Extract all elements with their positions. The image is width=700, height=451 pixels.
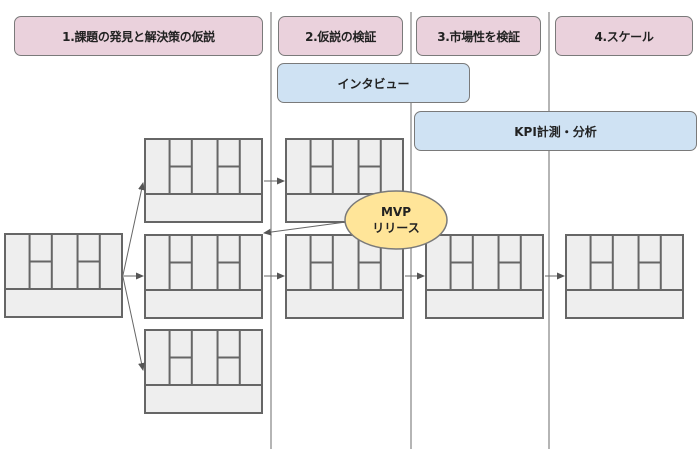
phase-header-2: 2.仮説の検証 (278, 16, 403, 56)
mvp-label-line1: MVP (380, 205, 412, 219)
canvas-frame (425, 234, 544, 319)
phase-divider-3 (548, 12, 550, 449)
canvas-frame (4, 233, 123, 318)
activity-kpi-analysis: KPI計測・分析 (414, 111, 697, 151)
arrow-initial-to-hypothesis-c (122, 276, 145, 371)
phase-header-1: 1.課題の発見と解決策の仮説 (14, 16, 263, 56)
canvas-frame (144, 329, 263, 414)
lean-canvas-initial (4, 233, 123, 318)
arrow-mvp-to-hypothesis-b (263, 221, 347, 236)
lean-canvas-scale (565, 234, 684, 319)
arrow-initial-to-hypothesis-a (122, 182, 145, 276)
lean-canvas-hypothesis-c (144, 329, 263, 414)
lean-canvas-market (425, 234, 544, 319)
mvp-release-label: MVP リリース (346, 196, 446, 244)
canvas-frame (565, 234, 684, 319)
phase-header-3: 3.市場性を検証 (416, 16, 541, 56)
canvas-frame (144, 234, 263, 319)
mvp-label-line2: リリース (372, 221, 420, 235)
mvp-release-ellipse (344, 190, 448, 250)
phase-header-4: 4.スケール (555, 16, 693, 56)
lean-canvas-hypothesis-a (144, 138, 263, 223)
activity-interview: インタビュー (277, 63, 470, 103)
canvas-frame (144, 138, 263, 223)
lean-canvas-hypothesis-b (144, 234, 263, 319)
